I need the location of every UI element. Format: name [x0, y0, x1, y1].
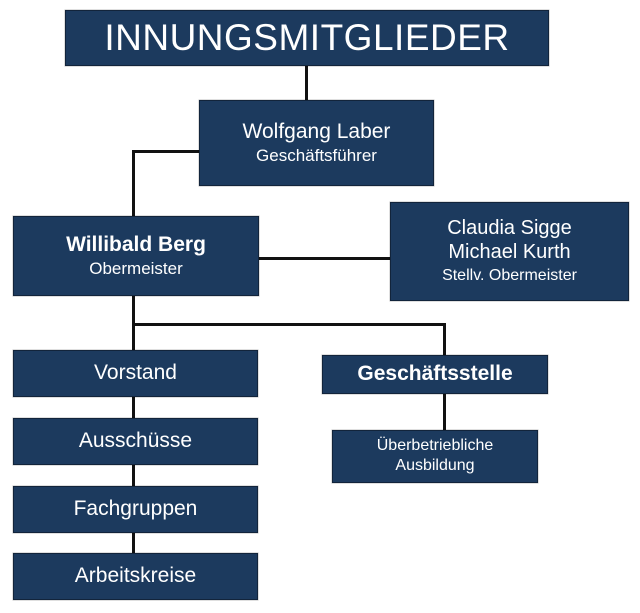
node-vorstand-label: Vorstand: [94, 361, 177, 385]
connector-header-to-geschaeftsfuehrer: [305, 64, 308, 102]
node-ausschuesse-label: Ausschüsse: [78, 429, 193, 453]
connector-geschaeftsstelle-to-ausbildung: [443, 392, 446, 432]
node-fachgruppen[interactable]: Fachgruppen: [13, 486, 258, 533]
connector-branch-horizontal: [132, 323, 446, 326]
node-geschaeftsfuehrer[interactable]: Wolfgang Laber Geschäftsführer: [199, 100, 434, 186]
geschaeftsfuehrer-name: Wolfgang Laber: [242, 119, 391, 143]
connector-geschaeftsfuehrer-elbow-vertical: [132, 150, 135, 218]
node-vorstand[interactable]: Vorstand: [13, 350, 258, 397]
node-ueberbetriebliche-ausbildung[interactable]: Überbetriebliche Ausbildung: [332, 430, 538, 483]
ausbildung-line-1: Überbetriebliche: [376, 437, 494, 455]
node-geschaeftsstelle[interactable]: Geschäftsstelle: [322, 355, 548, 394]
connector-geschaeftsfuehrer-elbow-horizontal: [132, 150, 201, 153]
node-arbeitskreise[interactable]: Arbeitskreise: [13, 553, 258, 600]
connector-fachgruppen-to-arbeitskreise: [132, 531, 135, 555]
connector-obermeister-to-stellv-obermeister: [257, 257, 392, 260]
connector-ausschuesse-to-fachgruppen: [132, 463, 135, 488]
ausbildung-line-2: Ausbildung: [395, 457, 475, 474]
stellv-obermeister-name-2: Michael Kurth: [448, 241, 571, 264]
node-obermeister[interactable]: Willibald Berg Obermeister: [13, 216, 259, 296]
geschaeftsfuehrer-role: Geschäftsführer: [256, 146, 377, 166]
node-innungsmitglieder-label: INNUNGSMITGLIEDER: [104, 17, 510, 59]
obermeister-name: Willibald Berg: [66, 232, 206, 256]
node-geschaeftsstelle-label: Geschäftsstelle: [357, 362, 513, 386]
stellv-obermeister-name-1: Claudia Sigge: [447, 217, 572, 240]
obermeister-role: Obermeister: [89, 259, 183, 279]
connector-branch-to-geschaeftsstelle: [443, 323, 446, 357]
node-stellv-obermeister[interactable]: Claudia Sigge Michael Kurth Stellv. Ober…: [390, 202, 629, 301]
node-innungsmitglieder[interactable]: INNUNGSMITGLIEDER: [65, 10, 549, 66]
node-fachgruppen-label: Fachgruppen: [73, 497, 198, 521]
stellv-obermeister-role: Stellv. Obermeister: [442, 266, 577, 284]
connector-vorstand-to-ausschuesse: [132, 395, 135, 420]
node-ausschuesse[interactable]: Ausschüsse: [13, 418, 258, 465]
node-arbeitskreise-label: Arbeitskreise: [74, 564, 197, 588]
